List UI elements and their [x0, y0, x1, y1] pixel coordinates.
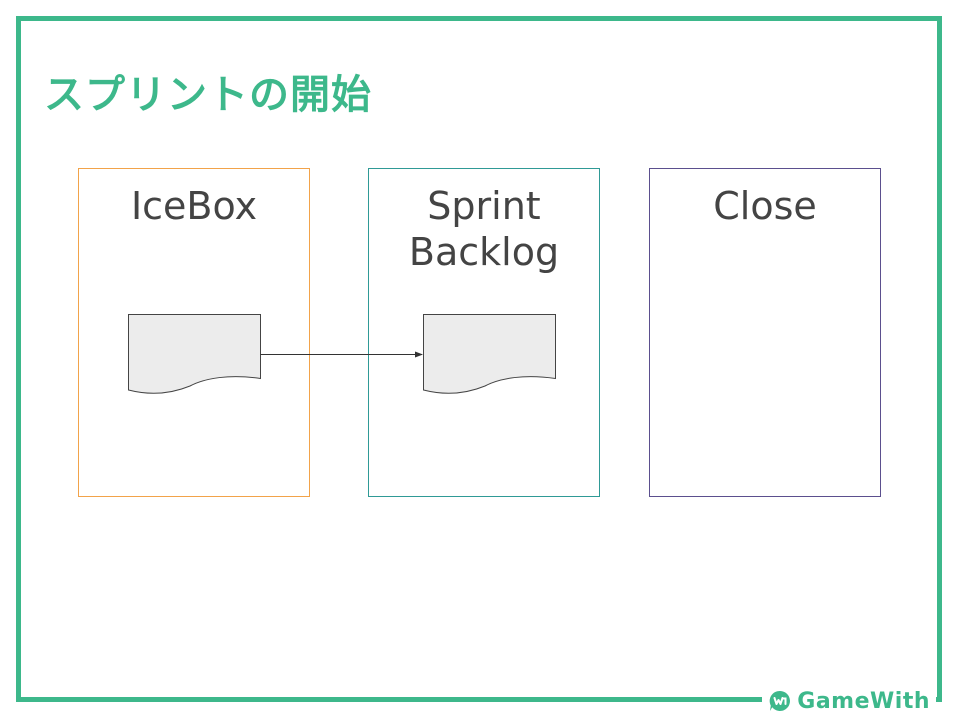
brand-logo: GameWith — [762, 686, 936, 716]
column-label-close: Close — [713, 184, 817, 228]
column-label-sprint-backlog: Sprint Backlog — [408, 184, 560, 274]
column-label-icebox: IceBox — [130, 184, 258, 228]
document-icon — [423, 314, 556, 394]
gamewith-logo-icon — [769, 690, 791, 711]
column-close: Close — [649, 168, 881, 497]
brand-logo-text: GameWith — [797, 688, 930, 714]
slide-title: スプリントの開始 — [44, 72, 372, 118]
slide-border — [16, 16, 942, 702]
document-icon — [128, 314, 261, 394]
